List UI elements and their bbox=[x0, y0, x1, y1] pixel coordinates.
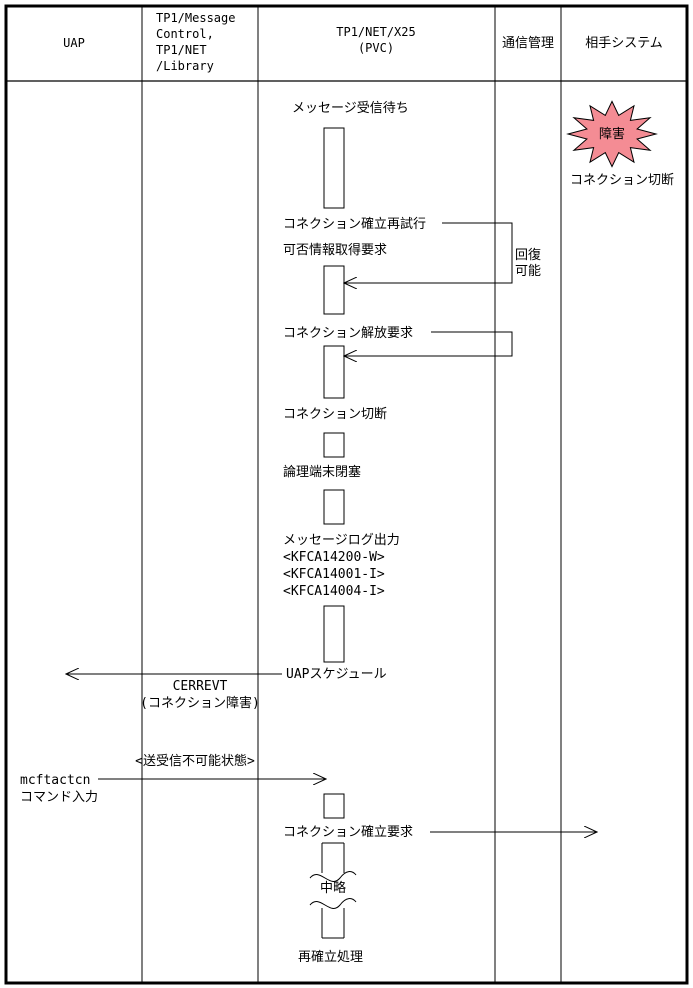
label-log-1: <KFCA14200-W> bbox=[283, 550, 385, 565]
activation-box bbox=[323, 605, 345, 663]
header-net-line1: TP1/NET/X25 bbox=[336, 25, 415, 39]
diagram-frame bbox=[4, 4, 689, 985]
header-mcf-line3: TP1/NET bbox=[156, 43, 207, 57]
activation-box bbox=[323, 265, 345, 315]
arrow-retry-loop bbox=[344, 222, 513, 283]
label-remote-cut: コネクション切断 bbox=[570, 173, 674, 188]
activation-box bbox=[323, 793, 345, 819]
label-log-3: <KFCA14004-I> bbox=[283, 584, 385, 599]
header-mcf-line2: Control, bbox=[156, 27, 214, 41]
label-msg-wait: メッセージ受信待ち bbox=[292, 101, 409, 116]
activation-box bbox=[323, 489, 345, 525]
label-retry: コネクション確立再試行 bbox=[283, 216, 426, 232]
label-conn-cut: コネクション切断 bbox=[283, 407, 387, 422]
label-send-state: <送受信不可能状態> bbox=[135, 753, 255, 769]
fault-starburst bbox=[566, 100, 658, 168]
header-remote: 相手システム bbox=[585, 36, 663, 51]
label-avail-req: 可否情報取得要求 bbox=[283, 242, 387, 258]
header-mcf-line1: TP1/Message bbox=[156, 11, 235, 25]
header-mcf-line4: /Library bbox=[156, 59, 214, 73]
header-comm: 通信管理 bbox=[502, 36, 554, 51]
arrow-release-loop bbox=[344, 331, 513, 356]
label-fault: 障害 bbox=[599, 126, 625, 142]
label-cerrevt: CERREVT bbox=[173, 679, 228, 694]
label-establish-req: コネクション確立要求 bbox=[283, 824, 413, 840]
label-term-block: 論理端末閉塞 bbox=[283, 464, 361, 480]
label-cmd-1: mcftactcn bbox=[20, 773, 90, 788]
label-cmd-2: コマンド入力 bbox=[20, 790, 98, 805]
activation-box bbox=[323, 432, 345, 458]
header-net-line2: (PVC) bbox=[358, 41, 394, 55]
label-log-output: メッセージログ出力 bbox=[283, 533, 400, 548]
label-omitted: 中略 bbox=[320, 880, 346, 896]
label-recover-2: 可能 bbox=[515, 264, 541, 279]
omission-wave-bottom bbox=[309, 898, 357, 909]
label-log-2: <KFCA14001-I> bbox=[283, 567, 385, 582]
omission-wave-top bbox=[309, 871, 357, 882]
label-reestablish: 再確立処理 bbox=[298, 949, 363, 965]
activation-box bbox=[323, 127, 345, 209]
label-uap-schedule: UAPスケジュール bbox=[286, 667, 387, 682]
header-uap: UAP bbox=[63, 36, 85, 50]
label-release-req: コネクション解放要求 bbox=[283, 326, 413, 341]
label-cerrevt-note: (コネクション障害) bbox=[140, 695, 260, 711]
activation-box bbox=[323, 345, 345, 399]
label-recover-1: 回復 bbox=[515, 247, 541, 263]
